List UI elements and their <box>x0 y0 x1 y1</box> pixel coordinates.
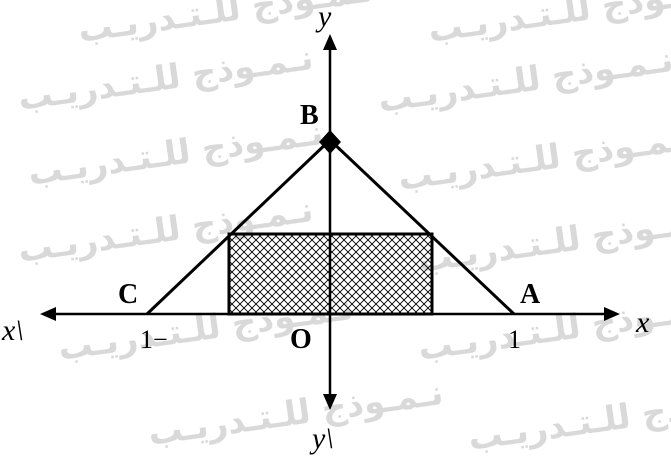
watermark-text: نـمـوذج للـتـدريـب <box>416 200 671 281</box>
point-b-label: B <box>300 100 319 131</box>
triangle-side-ba <box>328 138 516 316</box>
x-axis-right-arrow-icon <box>604 307 620 321</box>
y-axis-top-arrow-icon <box>323 34 337 50</box>
x-axis-label: x <box>635 306 650 339</box>
watermark-text: نـمـوذج للـتـدريـب <box>396 118 671 199</box>
watermark-text: نـمـوذج للـتـدريـب <box>146 373 446 454</box>
watermark-text: نـمـوذج للـتـدريـب <box>466 378 671 459</box>
watermark-text: نـمـوذج للـتـدريـب <box>26 113 326 194</box>
x-axis-left-arrow-icon <box>40 307 56 321</box>
watermark-layer: نـمـوذج للـتـدريـب نـمـوذج للـتـدريـب نـ… <box>16 0 671 459</box>
tick-label-pos-one: 1 <box>508 325 521 354</box>
watermark-text: نـمـوذج للـتـدريـب <box>426 0 671 51</box>
watermark-text: نـمـوذج للـتـدريـب <box>16 38 316 119</box>
tick-label-neg-one: 1− <box>140 325 168 354</box>
y-prime-axis-label: y\ <box>309 422 334 455</box>
origin-label: O <box>290 324 312 355</box>
point-b-marker-icon <box>319 130 341 154</box>
watermark-text: نـمـوذج للـتـدريـب <box>416 288 671 369</box>
point-a-label: A <box>520 279 541 310</box>
y-axis-label: y <box>315 0 332 33</box>
triangle-side-cb <box>145 138 332 316</box>
x-prime-axis-label: x\ <box>1 314 24 347</box>
y-axis-bottom-arrow-icon <box>323 394 337 410</box>
watermark-text: نـمـوذج للـتـدريـب <box>376 40 671 121</box>
point-c-label: C <box>118 279 138 310</box>
